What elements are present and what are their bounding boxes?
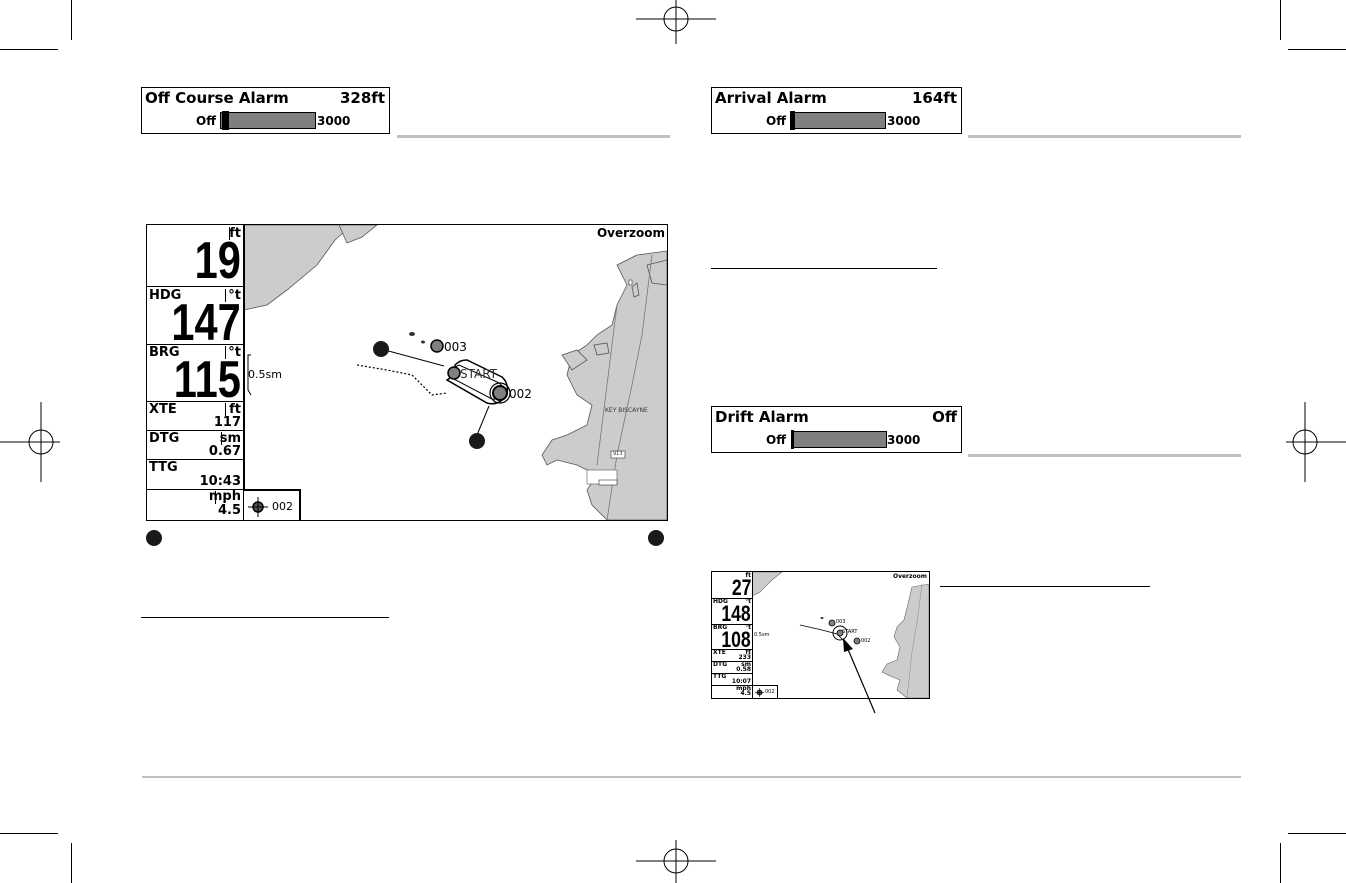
slider-min-label: Off [766,114,786,128]
small-crosshair-waypoint-icon [755,688,764,697]
dtg-unit: sm [219,431,241,446]
slider-min-label: Off [766,433,786,447]
small-depth-value: 27 [731,575,751,600]
small-heading-label: HDG [713,598,728,605]
small-ttg-label: TTG [713,673,727,680]
alarm-slider[interactable] [220,112,316,129]
small-speed-unit: mph [736,685,751,692]
ttg-value: 10:43 [199,474,241,489]
registration-mark-left [0,402,60,482]
small-xte-value: 233 [738,654,751,661]
small-xte-unit: ft [745,649,751,656]
underline-left [141,617,389,618]
small-active-waypoint-label: 002 [765,689,775,695]
underline-right-1 [711,268,937,269]
slider-min-label: Off [196,114,216,128]
small-ttg-value: 10:07 [731,678,751,685]
waypoint-start-label: START [460,367,498,381]
slider-max-label: 3000 [887,114,921,128]
small-waypoint-start-label: START [842,629,858,635]
registration-mark-bottom [636,840,716,883]
mode-label: Overzoom [596,226,665,240]
drift-alarm-menu[interactable]: Drift Alarm Off Off 3000 [711,406,962,453]
registration-mark-top [636,0,716,44]
place-name-label: KEY BISCAYNE [605,407,648,414]
depth-value: 19 [194,232,241,290]
speed-value: 4.5 [217,503,241,518]
rule-right-middle [968,454,1241,457]
small-readout-panel: ft 27 HDG °t 148 BRG °t 108 XTE ft 233 D… [712,572,753,698]
heading-unit: °t [228,288,241,303]
bearing-value: 115 [173,351,241,409]
menu-value: 328ft [339,89,385,107]
slider-knob[interactable] [790,111,795,130]
small-heading-unit: °t [745,598,751,605]
slider-max-label: 3000 [887,433,921,447]
off-course-alarm-menu[interactable]: Off Course Alarm 328ft Off 3000 [141,87,390,134]
small-dtg-unit: sm [741,661,751,668]
heading-value: 147 [171,294,241,352]
small-scale-label: 0.5sm [754,632,770,638]
waypoint-003-label: 003 [444,340,467,354]
small-xte-label: XTE [713,649,726,656]
slider-max-label: 3000 [317,114,351,128]
rule-left-top [397,135,670,138]
drift-pointer-arrow [843,638,876,714]
chart-map [243,225,667,520]
menu-value: 164ft [911,89,957,107]
xte-unit: ft [229,402,241,417]
speed-unit: mph [208,489,241,504]
small-active-waypoint-box: 002 [753,685,778,698]
small-mode-label: Overzoom [892,573,927,580]
callout-dot-right [648,530,664,546]
callout-dot-left [146,530,162,546]
small-waypoint-002-label: 002 [861,638,871,644]
slider-knob[interactable] [791,430,794,449]
small-dtg-value: 0.58 [736,666,751,673]
ttg-label: TTG [149,460,178,475]
rule-bottom [142,776,1241,778]
chart-view-screen: Overzoom 0.5sm 003 START 002 KEY BISCAYN… [146,224,668,521]
active-waypoint-box: 002 [244,489,301,520]
alarm-slider[interactable] [790,112,886,129]
crosshair-waypoint-icon [248,497,268,517]
dtg-value: 0.67 [208,444,241,459]
rule-right-top [968,135,1241,138]
road-number-label: 913 [613,451,623,457]
small-bearing-label: BRG [713,624,728,631]
bearing-label: BRG [149,345,180,360]
active-waypoint-label: 002 [272,500,293,513]
small-heading-value: 148 [721,601,751,626]
small-dtg-label: DTG [713,661,727,668]
menu-title: Arrival Alarm [715,89,827,107]
dtg-label: DTG [149,431,180,446]
heading-label: HDG [149,288,182,303]
menu-value: Off [932,408,957,426]
scale-label: 0.5sm [248,368,282,381]
xte-label: XTE [149,402,177,417]
waypoint-002-label: 002 [509,387,532,401]
small-speed-value: 4.5 [740,690,751,697]
registration-mark-right [1286,402,1346,482]
underline-right-2 [940,586,1150,587]
drift-chart-screen: Overzoom 0.5sm 003 START 002 ft 27 HDG °… [711,571,930,699]
bearing-unit: °t [228,345,241,360]
menu-title: Drift Alarm [715,408,809,426]
small-chart-map [751,572,929,698]
xte-value: 117 [213,415,241,430]
small-bearing-value: 108 [721,627,751,652]
digital-readout-panel: ft 19 HDG °t 147 BRG °t 115 XTE ft 117 D… [147,225,245,520]
small-waypoint-003-label: 003 [836,619,846,625]
depth-unit: ft [229,226,241,241]
small-bearing-unit: °t [745,624,751,631]
small-depth-unit: ft [745,572,751,579]
slider-knob[interactable] [222,111,229,130]
menu-title: Off Course Alarm [145,89,289,107]
alarm-slider[interactable] [791,431,887,448]
arrival-alarm-menu[interactable]: Arrival Alarm 164ft Off 3000 [711,87,962,134]
